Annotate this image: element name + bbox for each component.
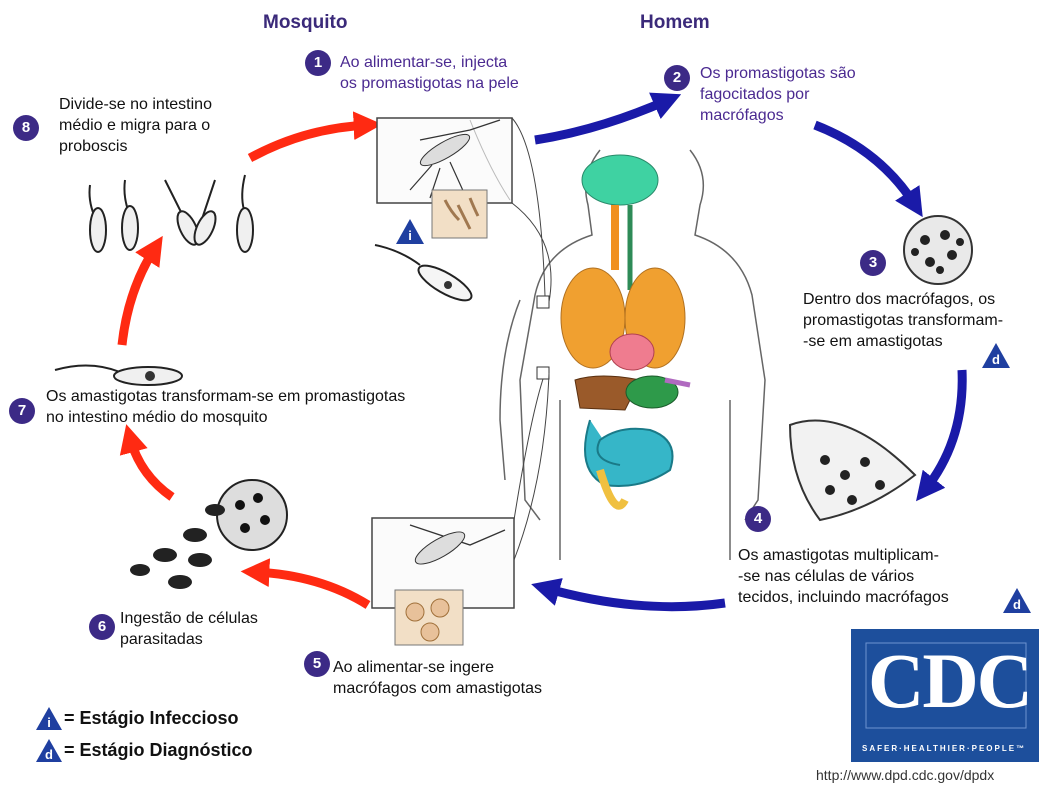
mosquito-feeding-illustration-top (377, 118, 512, 238)
mosquito-feeding-illustration-bottom (372, 518, 514, 645)
step-2-text: Os promastigotas são fagocitados por mac… (700, 63, 856, 126)
step-4-badge: 4 (745, 506, 771, 532)
step-4-line-2: -se nas células de vários (738, 566, 949, 587)
arrow-7-to-8 (122, 248, 155, 345)
step-2-line-3: macrófagos (700, 105, 856, 126)
svg-text:d: d (1013, 597, 1021, 612)
brain-illustration (582, 155, 658, 205)
step-2-line-1: Os promastigotas são (700, 63, 856, 84)
legend-infective-icon: i (34, 705, 64, 732)
arrow-1-to-2 (535, 100, 668, 140)
step-5-badge: 5 (304, 651, 330, 677)
step-4-text: Os amastigotas multiplicam- -se nas célu… (738, 545, 949, 608)
mosquito-header: Mosquito (263, 12, 347, 34)
human-body-illustration (500, 118, 765, 560)
step-3-line-3: -se em amastigotas (803, 331, 1003, 352)
step-7-line-2: no intestino médio do mosquito (46, 407, 405, 428)
svg-text:i: i (408, 228, 412, 243)
step-7-line-1: Os amastigotas transformam-se em promast… (46, 386, 405, 407)
transforming-parasite-illustration (55, 365, 182, 385)
step-6-badge: 6 (89, 614, 115, 640)
dividing-promastigotes-illustration (90, 175, 254, 252)
step-7-text: Os amastigotas transformam-se em promast… (46, 386, 405, 428)
step-4-line-1: Os amastigotas multiplicam- (738, 545, 949, 566)
arrow-3-to-4 (925, 370, 962, 490)
step-6-line-2: parasitadas (120, 629, 258, 650)
step-3-badge: 3 (860, 250, 886, 276)
step-3-line-1: Dentro dos macrófagos, os (803, 289, 1003, 310)
cdc-logo-tagline: SAFER·HEALTHIER·PEOPLE™ (862, 744, 1026, 753)
human-header: Homem (640, 12, 710, 34)
step-1-badge: 1 (305, 50, 331, 76)
step-3-line-2: promastigotas transformam- (803, 310, 1003, 331)
step-6-line-1: Ingestão de células (120, 608, 258, 629)
cdc-logo-text: CDC (868, 636, 1031, 726)
step-6-text: Ingestão de células parasitadas (120, 608, 258, 650)
step-7-badge: 7 (9, 398, 35, 424)
svg-text:i: i (47, 715, 51, 730)
step-4-line-3: tecidos, incluindo macrófagos (738, 587, 949, 608)
arrow-8-to-1 (250, 125, 368, 158)
step-1-line-2: os promastigotas na pele (340, 73, 519, 94)
legend-diagnostic-icon: d (34, 737, 64, 764)
svg-text:d: d (45, 747, 53, 762)
step-1-text: Ao alimentar-se, injecta os promastigota… (340, 52, 519, 94)
arrow-4-to-5 (545, 588, 725, 607)
step-2-line-2: fagocitados por (700, 84, 856, 105)
arrow-2-to-3 (815, 125, 915, 205)
svg-text:d: d (992, 352, 1000, 367)
arrow-5-to-6 (255, 572, 368, 605)
heart-illustration (610, 334, 654, 370)
arrow-6-to-7 (130, 438, 172, 497)
infected-tissue-illustration (790, 421, 915, 520)
step-8-text: Divide-se no intestino médio e migra par… (59, 94, 212, 157)
diagnostic-stage-marker-4: d (1003, 588, 1031, 613)
step-1-line-1: Ao alimentar-se, injecta (340, 52, 519, 73)
step-5-text: Ao alimentar-se ingere macrófagos com am… (333, 657, 542, 699)
step-3-text: Dentro dos macrófagos, os promastigotas … (803, 289, 1003, 352)
step-8-line-3: proboscis (59, 136, 212, 157)
source-url: http://www.dpd.cdc.gov/dpdx (816, 767, 994, 783)
step-2-badge: 2 (664, 65, 690, 91)
legend-infective-label: = Estágio Infeccioso (64, 708, 239, 729)
step-8-line-2: médio e migra para o (59, 115, 212, 136)
promastigote-illustration (375, 245, 476, 307)
step-5-line-2: macrófagos com amastigotas (333, 678, 542, 699)
legend-diagnostic-label: = Estágio Diagnóstico (64, 740, 253, 761)
step-8-badge: 8 (13, 115, 39, 141)
step-8-line-1: Divide-se no intestino (59, 94, 212, 115)
step-5-line-1: Ao alimentar-se ingere (333, 657, 542, 678)
macrophage-with-amastigotes-illustration (904, 216, 972, 284)
infective-stage-marker: i (396, 219, 424, 244)
